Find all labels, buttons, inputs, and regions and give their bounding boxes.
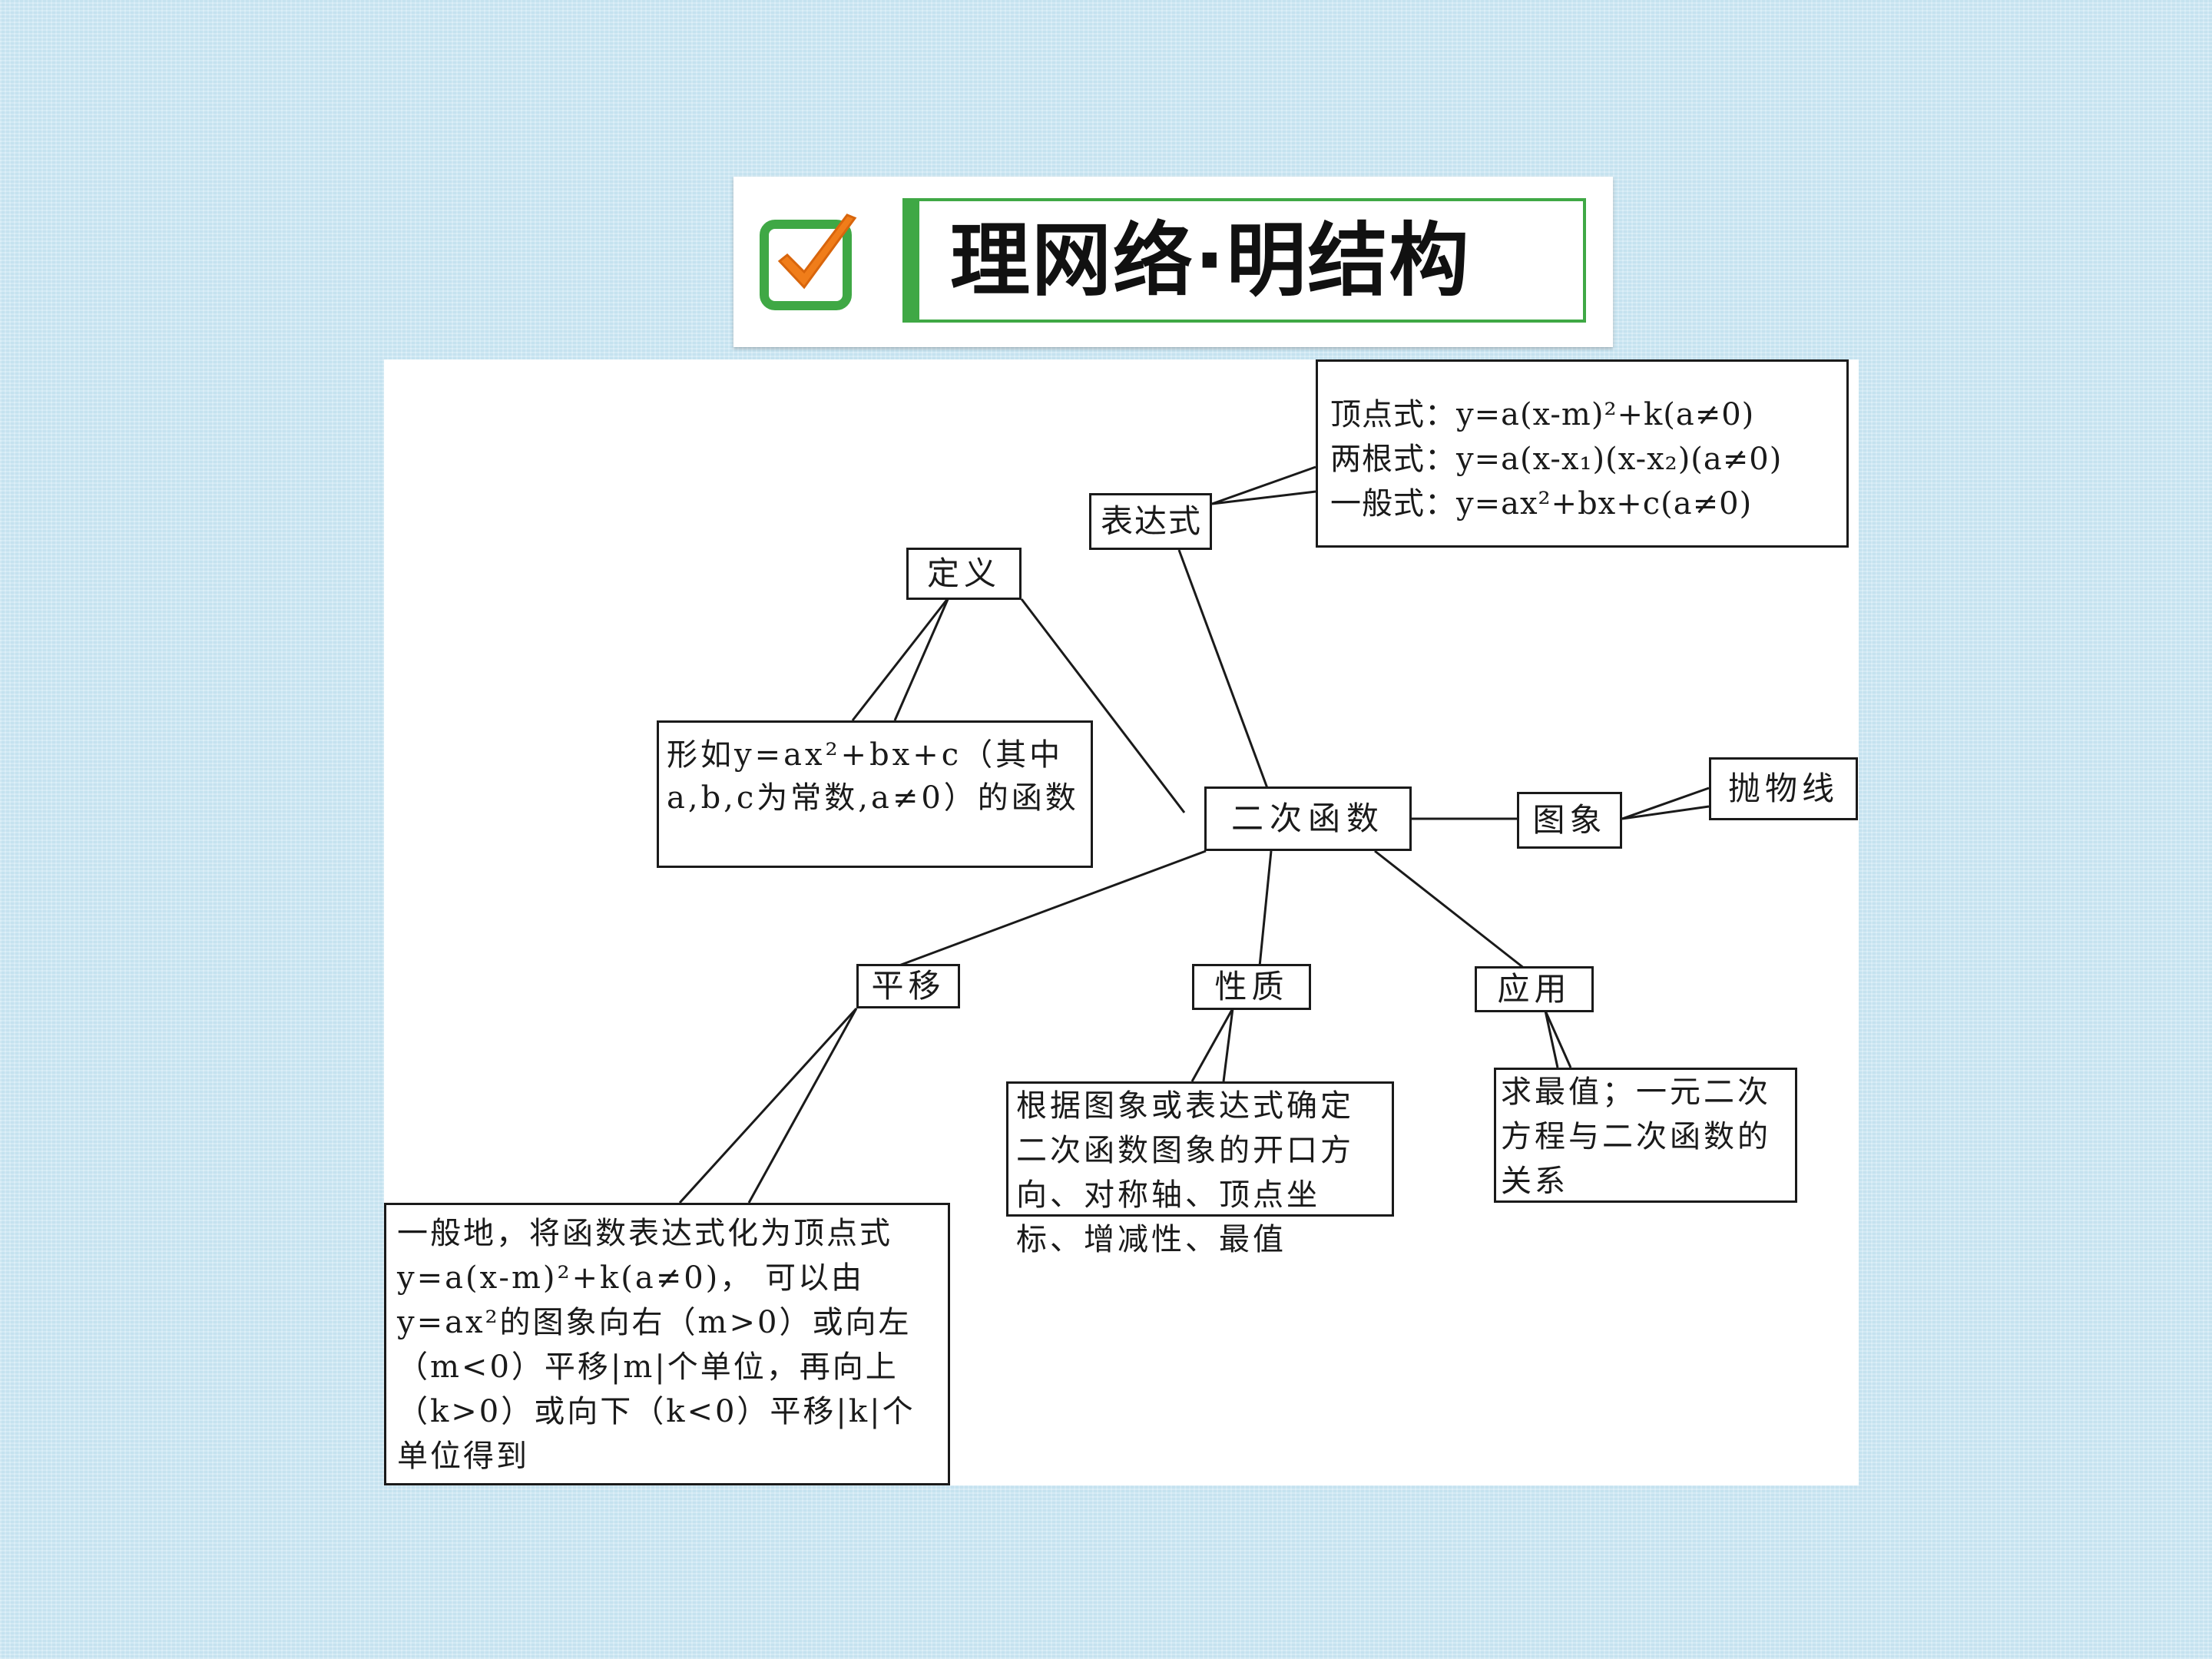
- link-application-text-b: [1544, 1010, 1559, 1068]
- link-application-text-a: [1544, 1010, 1572, 1068]
- link-graph-parabola-b: [1621, 805, 1710, 820]
- link-definition-text-b: [893, 597, 950, 721]
- property-text-box: 根据图象或表达式确定二次函数图象的开口方向、对称轴、顶点坐标、增减性、最值: [1006, 1081, 1394, 1257]
- definition-node: 定义: [906, 548, 1022, 600]
- vertex-form: 顶点式：y=a(x-m)²+k(a≠0): [1330, 397, 1755, 432]
- translation-text-box: 一般地，将函数表达式化为顶点式y=a(x-m)²+k(a≠0)， 可以由y=ax…: [384, 1203, 950, 1485]
- link-graph-parabola-a: [1621, 786, 1710, 820]
- expression-formulas-box: 顶点式：y=a(x-m)²+k(a≠0) 两根式：y=a(x-x₁)(x-x₂)…: [1316, 359, 1849, 548]
- link-center-definition: [1020, 598, 1186, 813]
- parabola-box: 抛物线: [1709, 757, 1858, 820]
- section-banner: 理网络·明结构: [733, 177, 1613, 347]
- link-property-text-a: [1190, 1008, 1234, 1082]
- application-node: 应用: [1475, 966, 1594, 1012]
- checkbox-check-icon: [760, 214, 857, 310]
- two-root-form: 两根式：y=a(x-x₁)(x-x₂)(a≠0): [1330, 442, 1783, 477]
- concept-map: 顶点式：y=a(x-m)²+k(a≠0) 两根式：y=a(x-x₁)(x-x₂)…: [384, 359, 1859, 1485]
- expression-node: 表达式: [1089, 493, 1212, 550]
- application-text-box: 求最值；一元二次方程与二次函数的关系: [1494, 1068, 1797, 1203]
- center-node: 二次函数: [1204, 786, 1412, 851]
- link-center-application: [1374, 849, 1525, 970]
- link-center-property: [1258, 850, 1273, 967]
- link-property-text-b: [1222, 1008, 1234, 1082]
- link-expression-formula-a: [1211, 465, 1316, 505]
- translation-node: 平移: [856, 964, 960, 1008]
- link-definition-text-a: [851, 597, 950, 721]
- banner-title-box: 理网络·明结构: [902, 198, 1586, 323]
- general-form: 一般式：y=ax²+bx+c(a≠0): [1330, 486, 1753, 522]
- graph-node: 图象: [1517, 792, 1622, 849]
- link-center-expression: [1177, 549, 1269, 789]
- link-translation-text-a: [678, 1007, 858, 1204]
- link-expression-formula-b: [1211, 490, 1316, 505]
- link-translation-text-b: [747, 1008, 858, 1204]
- connector-lines: [678, 465, 1710, 1204]
- definition-text-box: 形如y=ax²+bx+c（其中a,b,c为常数,a≠0）的函数: [657, 720, 1093, 868]
- property-node: 性质: [1192, 964, 1311, 1010]
- banner-title: 理网络·明结构: [950, 214, 1471, 307]
- link-center-translation: [890, 849, 1207, 970]
